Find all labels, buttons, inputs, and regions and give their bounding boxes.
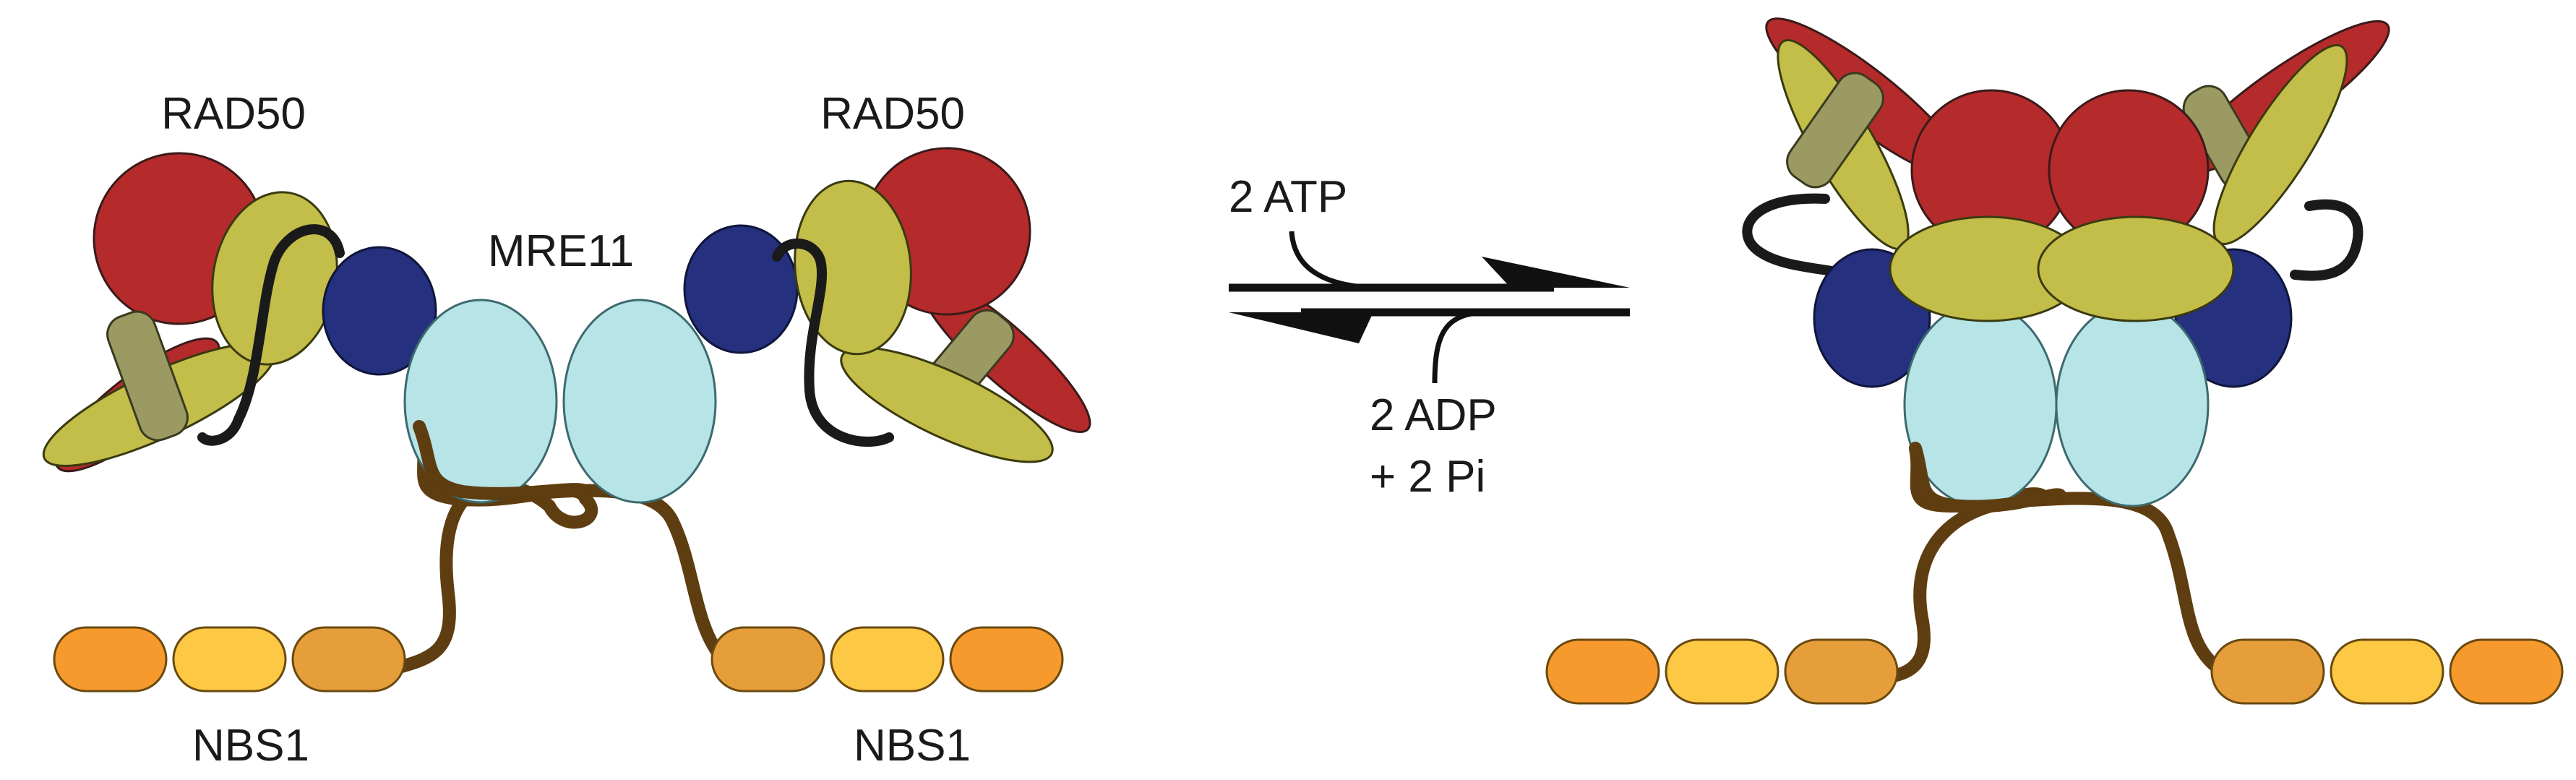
forward-arrow-head — [1482, 257, 1630, 288]
right-linker-right — [2290, 199, 2364, 281]
left-mre11-core-left — [403, 299, 558, 504]
right-nbs1-bead-4 — [2210, 638, 2325, 705]
left-linker-2 — [772, 238, 894, 447]
right-nbs1-bead-3 — [1784, 638, 1899, 705]
right-mre11-core-right — [2055, 302, 2210, 507]
left-nbs1-bead-6 — [949, 626, 1064, 693]
right-nbs1-tail-front — [1909, 442, 2066, 513]
left-nbs1-bead-1 — [53, 626, 168, 693]
label-adp: 2 ADP — [1370, 390, 1497, 440]
adp-output-curve — [1432, 309, 1490, 384]
equilibrium-arrows — [1229, 231, 1630, 384]
left-rad50b-coil-yellow — [840, 346, 1054, 463]
label-mre11: MRE11 — [488, 226, 634, 276]
left-rad50-coil-bar — [106, 310, 189, 442]
right-nbs1-bead-1 — [1545, 638, 1660, 705]
left-nbs1-bead-3 — [291, 626, 406, 693]
left-nbs1-tail-front — [413, 420, 592, 500]
label-nbs1-left: NBS1 — [192, 721, 309, 771]
right-rad50-coil-bar-left — [1786, 72, 1884, 189]
left-mre11-core-right — [562, 299, 717, 504]
left-mre11-cap-left — [322, 246, 437, 376]
left-nbs1-bead-2 — [172, 626, 287, 693]
right-nbs1-tail-right — [1945, 492, 2225, 675]
right-nbs1-bead-5 — [2330, 638, 2444, 705]
left-nbs1-bead-5 — [830, 626, 945, 693]
right-linker-left — [1742, 193, 1855, 280]
label-nbs1-right: NBS1 — [854, 721, 971, 771]
label-atp: 2 ATP — [1229, 172, 1347, 222]
left-linker — [197, 224, 345, 446]
right-nbs1-bead-2 — [1665, 638, 1779, 705]
left-nbs1-tail — [387, 420, 598, 675]
atp-input-curve — [1289, 231, 1374, 291]
label-pi: + 2 Pi — [1370, 452, 1485, 502]
right-complex — [1545, 17, 2564, 705]
right-nbs1-bead-6 — [2449, 638, 2564, 705]
left-rad50b-lobe — [794, 179, 912, 356]
reverse-arrow-head — [1229, 312, 1373, 343]
label-rad50-right: RAD50 — [820, 89, 965, 139]
label-rad50-left: RAD50 — [161, 89, 306, 139]
left-complex — [42, 147, 1091, 693]
left-nbs1-bead-4 — [710, 626, 825, 693]
right-rad50-lobe-right — [2037, 215, 2235, 322]
left-nbs1-tail-2 — [471, 484, 726, 661]
